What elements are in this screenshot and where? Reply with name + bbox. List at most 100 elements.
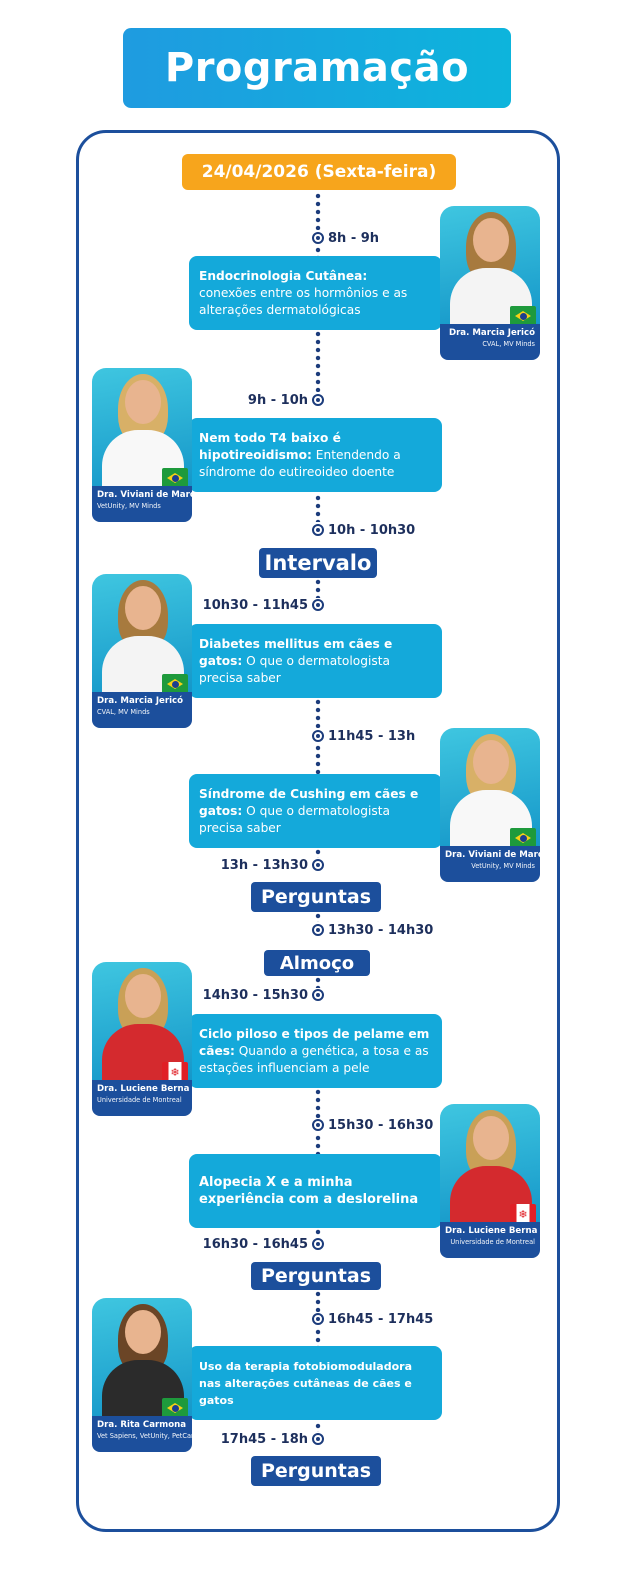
talk-card: Alopecia X e a minha experiência com a d… xyxy=(189,1154,442,1228)
speaker-nameplate: Dra. Marcia Jericó CVAL, MV Minds xyxy=(92,692,192,728)
timeline-segment xyxy=(315,1134,321,1154)
timeline-segment xyxy=(315,1422,321,1432)
timeline-segment xyxy=(315,1228,321,1236)
speaker-name: Dra. Viviani de Marco xyxy=(445,850,549,860)
speaker-card: ❄ Dra. Luciene Berna Universidade de Mon… xyxy=(92,962,192,1116)
speaker-card: ❄ Dra. Luciene Berna Universidade de Mon… xyxy=(440,1104,540,1258)
talk-card: Síndrome de Cushing em cães e gatos: O q… xyxy=(189,774,442,848)
timeline-segment xyxy=(315,912,321,922)
talk-subtitle: Quando a genética, a tosa e as estações … xyxy=(199,1043,429,1075)
speaker-affiliation: VetUnity, MV Minds xyxy=(471,862,535,870)
canada-flag-icon: ❄ xyxy=(510,1204,536,1224)
timeline-segment xyxy=(315,246,321,256)
speaker-affiliation: CVAL, MV Minds xyxy=(97,708,150,716)
speaker-card: Dra. Marcia Jericó CVAL, MV Minds xyxy=(440,206,540,360)
timeline-node xyxy=(312,989,324,1001)
time-label: 10h - 10h30 xyxy=(328,523,416,538)
speaker-name: Dra. Marcia Jericó xyxy=(448,328,535,338)
timeline-node xyxy=(312,1313,324,1325)
timeline-node xyxy=(312,1238,324,1250)
speaker-name: Dra. Viviani de Marco xyxy=(97,490,201,500)
brazil-flag-icon xyxy=(162,1398,188,1418)
brazil-flag-icon xyxy=(162,468,188,488)
talk-title: Uso da terapia fotobiomoduladora nas alt… xyxy=(199,1359,413,1407)
break-pill-intervalo: Intervalo xyxy=(259,548,377,578)
talk-title: Ciclo piloso e tipos de pelame em cães: xyxy=(199,1026,430,1058)
time-label: 13h - 13h30 xyxy=(220,858,308,873)
speaker-affiliation: Vet Sapiens, VetUnity, PetCare xyxy=(97,1432,198,1440)
speaker-name: Dra. Marcia Jericó xyxy=(97,696,184,706)
speaker-card: Dra. Viviani de Marco VetUnity, MV Minds xyxy=(92,368,201,522)
break-pill-perguntas: Perguntas xyxy=(251,882,381,912)
speaker-nameplate: Dra. Viviani de Marco VetUnity, MV Minds xyxy=(92,486,201,522)
speaker-nameplate: Dra. Rita Carmona Vet Sapiens, VetUnity,… xyxy=(92,1416,198,1452)
talk-card: Ciclo piloso e tipos de pelame em cães: … xyxy=(189,1014,442,1088)
talk-card: Endocrinologia Cutânea:conexões entre os… xyxy=(189,256,442,330)
talk-card: Nem todo T4 baixo é hipotireoidismo: Ent… xyxy=(189,418,442,492)
speaker-nameplate: Dra. Viviani de Marco VetUnity, MV Minds xyxy=(440,846,549,882)
talk-title: Nem todo T4 baixo é hipotireoidismo: xyxy=(199,430,341,462)
speaker-photo xyxy=(92,962,192,1080)
date-badge: 24/04/2026 (Sexta-feira) xyxy=(182,154,456,190)
timeline-node xyxy=(312,859,324,871)
brazil-flag-icon xyxy=(510,828,536,848)
talk-subtitle: O que o dermatologista precisa saber xyxy=(199,653,390,685)
timeline-node xyxy=(312,1119,324,1131)
time-label: 10h30 - 11h45 xyxy=(202,598,308,613)
time-label: 17h45 - 18h xyxy=(220,1432,308,1447)
timeline-segment xyxy=(315,1328,321,1346)
time-label: 15h30 - 16h30 xyxy=(328,1118,434,1133)
timeline-node xyxy=(312,1433,324,1445)
timeline-node xyxy=(312,730,324,742)
timeline-segment xyxy=(315,744,321,774)
speaker-photo xyxy=(440,728,540,846)
talk-title: Diabetes mellitus em cães e gatos: xyxy=(199,636,393,668)
talk-title: Endocrinologia Cutânea: xyxy=(199,268,368,283)
speaker-name: Dra. Luciene Berna xyxy=(445,1226,538,1236)
speaker-nameplate: Dra. Luciene Berna Universidade de Montr… xyxy=(92,1080,192,1116)
time-label: 14h30 - 15h30 xyxy=(202,988,308,1003)
talk-subtitle: O que o dermatologista precisa saber xyxy=(199,803,390,835)
timeline-segment xyxy=(315,976,321,988)
speaker-photo xyxy=(440,206,540,324)
break-pill-perguntas: Perguntas xyxy=(251,1262,381,1290)
timeline-segment xyxy=(315,578,321,598)
speaker-affiliation: Universidade de Montreal xyxy=(97,1096,182,1104)
speaker-nameplate: Dra. Luciene Berna Universidade de Montr… xyxy=(440,1222,540,1258)
timeline-segment xyxy=(315,494,321,522)
timeline-segment xyxy=(315,848,321,858)
brazil-flag-icon xyxy=(510,306,536,326)
timeline-node xyxy=(312,394,324,406)
talk-subtitle: Entendendo a síndrome do eutireoideo doe… xyxy=(199,447,401,479)
speaker-card: Dra. Viviani de Marco VetUnity, MV Minds xyxy=(440,728,549,882)
timeline-segment xyxy=(315,698,321,728)
speaker-nameplate: Dra. Marcia Jericó CVAL, MV Minds xyxy=(440,324,540,360)
time-label: 11h45 - 13h xyxy=(328,729,416,744)
timeline-segment xyxy=(315,1290,321,1312)
speaker-name: Dra. Rita Carmona xyxy=(97,1420,187,1430)
schedule-frame xyxy=(76,130,560,1532)
speaker-affiliation: CVAL, MV Minds xyxy=(482,340,535,348)
talk-card: Uso da terapia fotobiomoduladora nas alt… xyxy=(189,1346,442,1420)
timeline-segment xyxy=(315,192,321,230)
timeline-node xyxy=(312,524,324,536)
time-label: 16h45 - 17h45 xyxy=(328,1312,434,1327)
speaker-photo xyxy=(92,368,192,486)
time-label: 9h - 10h xyxy=(247,393,308,408)
talk-card: Diabetes mellitus em cães e gatos: O que… xyxy=(189,624,442,698)
time-label: 13h30 - 14h30 xyxy=(328,923,434,938)
brazil-flag-icon xyxy=(162,674,188,694)
speaker-affiliation: VetUnity, MV Minds xyxy=(97,502,161,510)
page-title: Programação xyxy=(123,28,511,108)
timeline-segment xyxy=(315,1088,321,1118)
talk-title: Alopecia X e a minha experiência com a d… xyxy=(199,1175,419,1207)
speaker-photo xyxy=(440,1104,540,1222)
break-pill-perguntas: Perguntas xyxy=(251,1456,381,1486)
timeline-segment xyxy=(315,330,321,392)
time-label: 8h - 9h xyxy=(328,231,380,246)
timeline-node xyxy=(312,924,324,936)
talk-title: Síndrome de Cushing em cães e gatos: xyxy=(199,786,419,818)
time-label: 16h30 - 16h45 xyxy=(202,1237,308,1252)
speaker-name: Dra. Luciene Berna xyxy=(97,1084,190,1094)
timeline-node xyxy=(312,599,324,611)
